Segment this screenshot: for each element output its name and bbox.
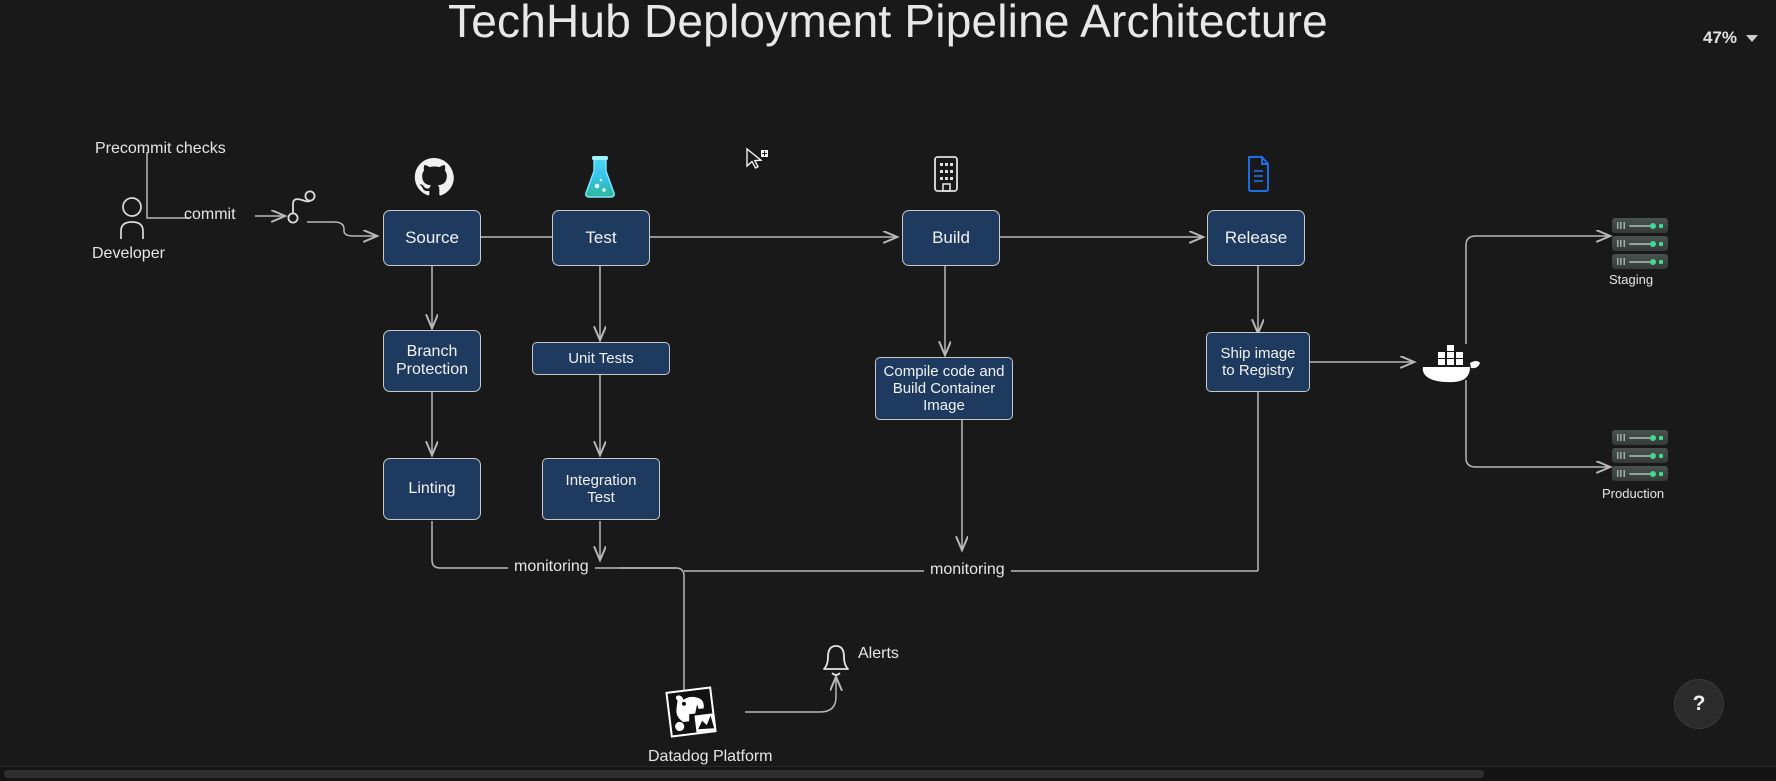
developer-label: Developer: [92, 245, 165, 262]
datadog-platform-label: Datadog Platform: [648, 748, 773, 765]
node-integration-test[interactable]: Integration Test: [542, 458, 660, 520]
bell-icon: [823, 645, 849, 676]
page-title: TechHub Deployment Pipeline Architecture: [448, 0, 1328, 47]
horizontal-scrollbar-thumb[interactable]: [4, 770, 1484, 778]
datadog-icon: [665, 686, 717, 738]
server-stack-icon-staging: [1612, 218, 1668, 270]
question-mark-icon: ?: [1692, 692, 1706, 715]
person-icon: [120, 197, 144, 239]
test-tube-icon: [585, 156, 615, 198]
github-icon: [414, 158, 454, 196]
precommit-checks-label: Precommit checks: [95, 140, 226, 157]
node-build[interactable]: Build: [902, 210, 1000, 266]
node-linting[interactable]: Linting: [383, 458, 481, 520]
monitoring-label-right: monitoring: [924, 561, 1011, 579]
node-branch-protection[interactable]: Branch Protection: [383, 330, 481, 392]
commit-label: commit: [184, 206, 236, 223]
docker-icon: [1422, 345, 1480, 383]
zoom-level-value: 47%: [1702, 28, 1737, 47]
mouse-cursor-icon: [746, 147, 768, 169]
node-source[interactable]: Source: [383, 210, 481, 266]
document-icon: [1248, 156, 1269, 192]
production-label: Production: [1602, 486, 1665, 501]
node-compile-build-container-image[interactable]: Compile code and Build Container Image: [875, 357, 1013, 420]
zoom-control[interactable]: 47%: [1703, 28, 1758, 48]
alerts-label: Alerts: [858, 645, 899, 662]
server-stack-icon-production: [1612, 430, 1668, 482]
staging-label: Staging: [1609, 272, 1654, 287]
node-unit-tests[interactable]: Unit Tests: [532, 342, 670, 375]
building-icon: [934, 156, 958, 192]
node-test[interactable]: Test: [552, 210, 650, 266]
horizontal-scrollbar-track[interactable]: [0, 766, 1776, 781]
monitoring-label-left: monitoring: [508, 558, 595, 576]
git-branch-icon: [287, 190, 316, 224]
help-button[interactable]: ?: [1674, 679, 1724, 729]
node-release[interactable]: Release: [1207, 210, 1305, 266]
node-ship-image-to-registry[interactable]: Ship image to Registry: [1206, 332, 1310, 392]
chevron-down-icon[interactable]: [1746, 34, 1758, 42]
